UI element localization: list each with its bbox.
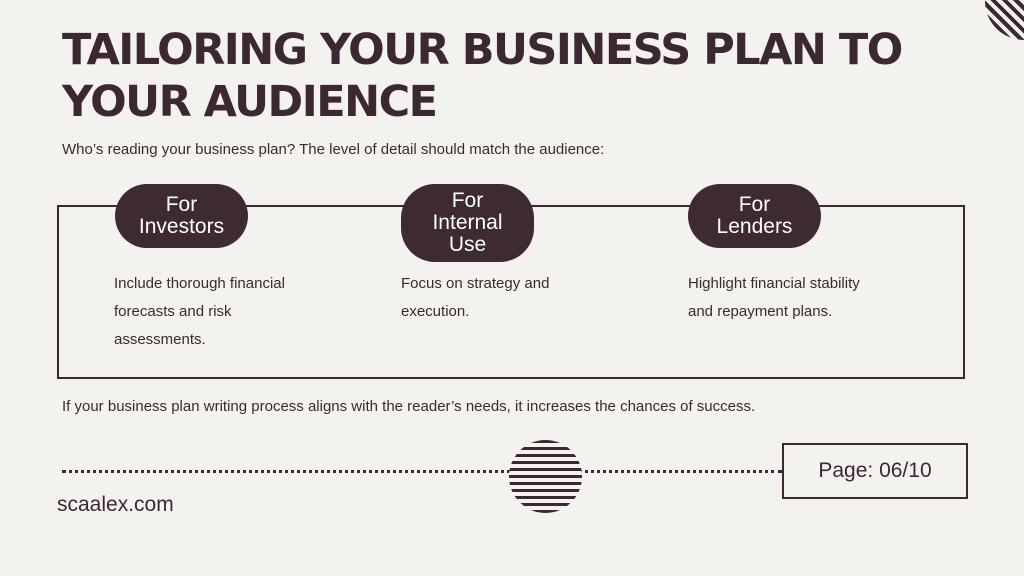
striped-circle-decoration	[509, 440, 582, 513]
audience-description-investors: Include thorough financial forecasts and…	[114, 275, 285, 348]
audience-pill-investors: For Investors	[115, 184, 248, 248]
dotted-divider	[62, 470, 782, 473]
audience-description-lenders: Highlight financial stability and repaym…	[688, 275, 860, 320]
page-title: TAILORING YOUR BUSINESS PLAN TO YOUR AUD…	[62, 25, 903, 127]
audience-pill-lenders: For Lenders	[688, 184, 821, 248]
audience-pill-internal-use: For Internal Use	[401, 184, 534, 262]
corner-striped-circle-decoration	[985, 0, 1024, 40]
page-indicator: Page: 06/10	[782, 443, 968, 499]
conclusion-text: If your business plan writing process al…	[62, 398, 756, 415]
audience-description-internal-use: Focus on strategy and execution.	[401, 275, 550, 320]
website-label: scaalex.com	[57, 493, 174, 516]
intro-text: Who’s reading your business plan? The le…	[62, 141, 605, 158]
